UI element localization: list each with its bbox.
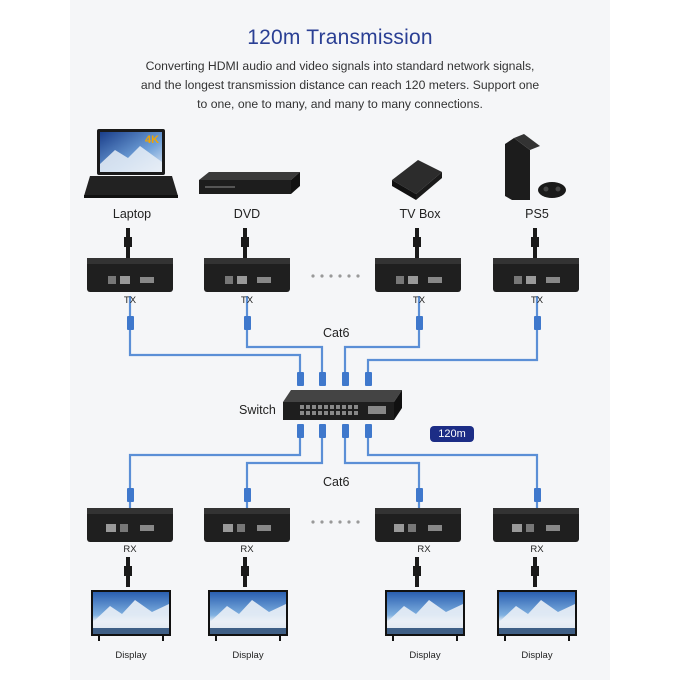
rx-unit-1 <box>87 508 173 542</box>
display-monitor-2 <box>208 590 288 641</box>
source-label-laptop: Laptop <box>87 207 177 221</box>
cat6-cables-bottom <box>130 438 537 510</box>
cable-label-top: Cat6 <box>323 326 349 340</box>
cable-label-bottom: Cat6 <box>323 475 349 489</box>
source-label-ps5: PS5 <box>492 207 582 221</box>
tx-unit-3 <box>375 258 461 292</box>
dvd-player-icon <box>199 172 300 194</box>
tv-box-icon <box>392 160 442 200</box>
rx-unit-4 <box>493 508 579 542</box>
display-label-4: Display <box>507 650 567 661</box>
tx-unit-4 <box>493 258 579 292</box>
display-monitor-1 <box>91 590 171 641</box>
ellipsis-dots-top <box>311 274 359 277</box>
distance-badge: 120m <box>430 426 474 442</box>
rx-unit-3 <box>375 508 461 542</box>
source-label-tv-box: TV Box <box>375 207 465 221</box>
rx-label-1: RX <box>100 544 160 555</box>
display-label-2: Display <box>218 650 278 661</box>
tx-unit-1 <box>87 258 173 292</box>
display-label-1: Display <box>101 650 161 661</box>
tx-unit-2 <box>204 258 290 292</box>
tx-label-3: TX <box>389 295 449 306</box>
rx-label-2: RX <box>217 544 277 555</box>
tx-label-4: TX <box>507 295 567 306</box>
tx-label-2: TX <box>217 295 277 306</box>
display-label-3: Display <box>395 650 455 661</box>
ellipsis-dots-bottom <box>311 520 359 523</box>
display-monitor-3 <box>385 590 465 641</box>
rx-label-3: RX <box>394 544 454 555</box>
network-switch <box>283 390 402 420</box>
laptop-icon: 4K <box>84 129 178 198</box>
source-label-dvd: DVD <box>202 207 292 221</box>
switch-label: Switch <box>239 403 276 417</box>
laptop-4k-badge: 4K <box>145 134 159 146</box>
tx-label-1: TX <box>100 295 160 306</box>
ps5-console-icon <box>505 134 566 200</box>
display-monitor-4 <box>497 590 577 641</box>
rx-label-4: RX <box>507 544 567 555</box>
rx-unit-2 <box>204 508 290 542</box>
